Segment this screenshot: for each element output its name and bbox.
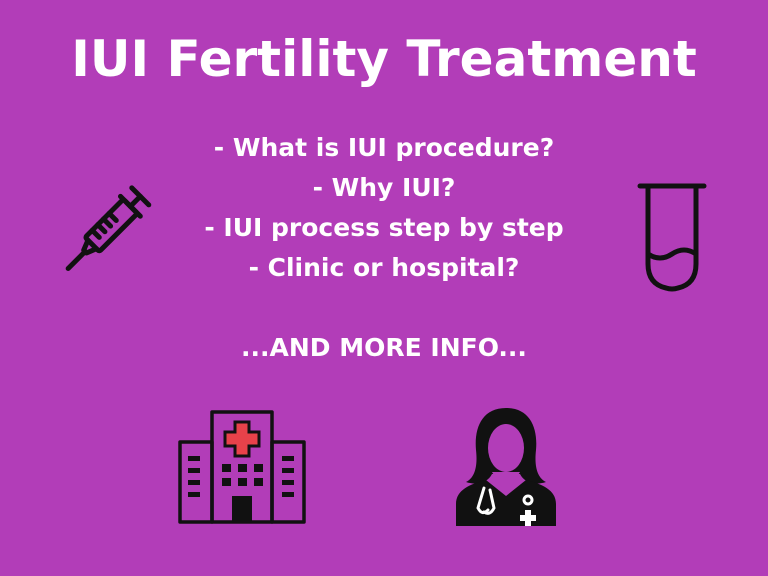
hospital-icon <box>178 410 306 524</box>
topic-item: - Clinic or hospital? <box>248 253 520 282</box>
test-tube-icon <box>637 183 707 292</box>
topic-item: - IUI process step by step <box>204 213 564 242</box>
topics-list: - What is IUI procedure? - Why IUI? - IU… <box>0 128 768 288</box>
doctor-icon <box>456 408 556 526</box>
topic-item: - Why IUI? <box>312 173 456 202</box>
topic-item: - What is IUI procedure? <box>213 133 555 162</box>
page-title: IUI Fertility Treatment <box>71 30 697 88</box>
more-info-text: ...AND MORE INFO... <box>241 333 527 362</box>
syringe-icon <box>65 185 152 272</box>
